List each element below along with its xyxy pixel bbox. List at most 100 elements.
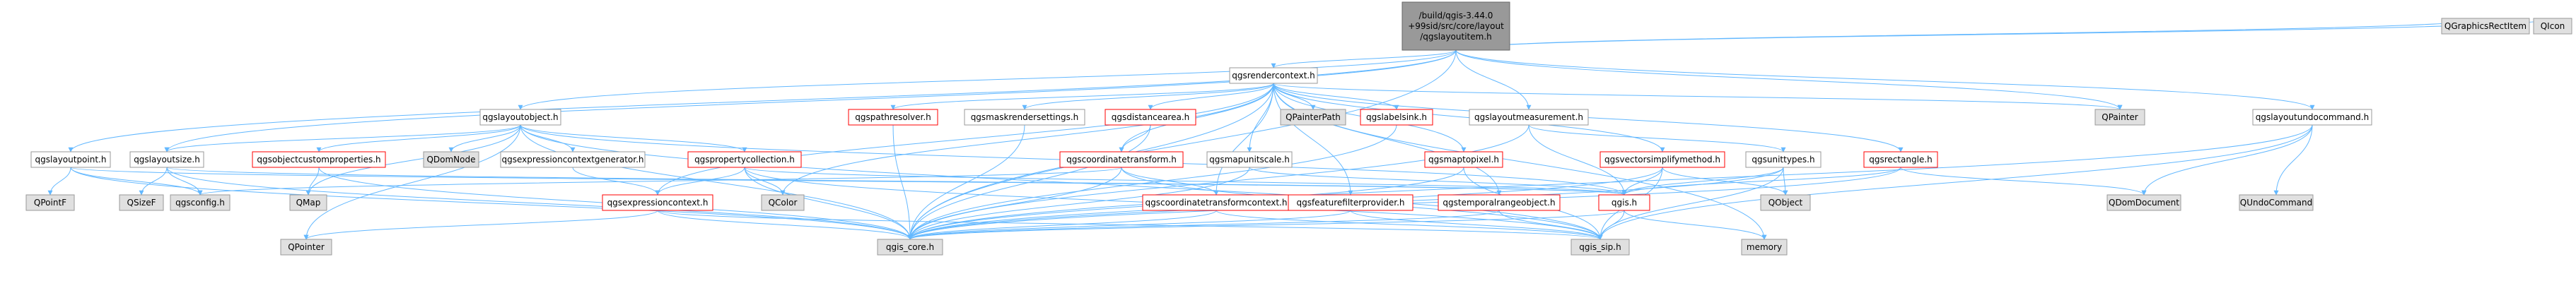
- node-label: qgscoordinatetransformcontext.h: [1146, 198, 1288, 208]
- node-qpointer[interactable]: QPointer: [280, 239, 332, 256]
- node-qpainterpath[interactable]: QPainterPath: [1280, 109, 1346, 126]
- node-qgslayoutobject[interactable]: qgslayoutobject.h: [479, 109, 561, 126]
- node-label: /build/qgis-3.44.0: [1419, 11, 1493, 20]
- node-qcolor[interactable]: QColor: [761, 194, 805, 211]
- node-qgsmaptopixel[interactable]: qgsmaptopixel.h: [1424, 151, 1503, 168]
- node-qdomnode[interactable]: QDomNode: [423, 151, 479, 168]
- node-box: [1059, 151, 1184, 168]
- node-qgslabelsink[interactable]: qgslabelsink.h: [1360, 109, 1433, 126]
- node-box: [479, 109, 561, 126]
- node-qmap[interactable]: QMap: [289, 194, 327, 211]
- node-qgslayoutsize[interactable]: qgslayoutsize.h: [129, 151, 204, 168]
- edge-qgslayoutmeasurement-to-qgis-core: [907, 124, 1529, 240]
- node-label: qgscoordinatetransform.h: [1066, 155, 1177, 165]
- edge-qgscoordinatetransform-to-qgis-core: [907, 167, 1122, 240]
- edge-qgsfeaturefilterprovider-to-qgis-core: [907, 210, 1351, 240]
- node-qgsobjectcustomproperties[interactable]: qgsobjectcustomproperties.h: [252, 151, 386, 168]
- node-qpointf[interactable]: QPointF: [25, 194, 75, 211]
- node-label: qgis_sip.h: [1579, 242, 1621, 252]
- node-box: [129, 151, 204, 168]
- node-qgspropertycollection[interactable]: qgspropertycollection.h: [687, 151, 802, 168]
- node-qobject[interactable]: QObject: [1760, 194, 1811, 211]
- node-label: qgsdistancearea.h: [1112, 112, 1190, 122]
- node-box: [252, 151, 386, 168]
- edge-qgsrendercontext-to-qgscoordinatetransformcontext: [1213, 83, 1274, 196]
- node-box: [1360, 109, 1433, 126]
- node-label: qgsobjectcustomproperties.h: [257, 155, 380, 165]
- edge-qgslayoutobject-to-qpointer: [303, 124, 521, 240]
- edge-qgsrendercontext-to-qgsvectorsimplifymethod: [1273, 83, 1665, 152]
- node-box: [2239, 194, 2314, 211]
- node-qgsdistancearea[interactable]: qgsdistancearea.h: [1105, 109, 1196, 126]
- edge-qgsvectorsimplifymethod-to-qobject: [1662, 167, 1788, 196]
- node-label: qgslayoutmeasurement.h: [1474, 112, 1583, 122]
- edge-qgslayoutobject-to-qgslayoutsize: [164, 124, 521, 152]
- node-qgsconfig[interactable]: qgsconfig.h: [170, 194, 231, 211]
- node-qdomdocument[interactable]: QDomDocument: [2106, 194, 2181, 211]
- node-qgsunittypes[interactable]: qgsunittypes.h: [1745, 151, 1822, 168]
- node-qgraphicsrectitem[interactable]: QGraphicsRectItem: [2441, 18, 2530, 35]
- node-box: [1280, 109, 1346, 126]
- node-qgis-core[interactable]: qgis_core.h: [877, 239, 943, 256]
- node-label: qgsfeaturefilterprovider.h: [1296, 198, 1404, 208]
- edge-qgslayoutobject-to-qdomnode: [448, 124, 521, 152]
- node-box: [289, 194, 327, 211]
- node-qpainter[interactable]: QPainter: [2094, 109, 2145, 126]
- node-qgis-sip[interactable]: qgis_sip.h: [1570, 239, 1630, 256]
- edge-qgis-to-qgis-core: [907, 210, 1625, 240]
- edge-qgis-to-memory: [1624, 210, 1767, 240]
- node-qgspathresolver[interactable]: qgspathresolver.h: [848, 109, 938, 126]
- node-qgsrendercontext[interactable]: qgsrendercontext.h: [1229, 67, 1318, 84]
- edge-qgsrendercontext-to-qgsmaskrendersettings: [1022, 83, 1274, 110]
- node-qicon[interactable]: QIcon: [2533, 18, 2572, 35]
- node-qgsrectangle[interactable]: qgsrectangle.h: [1863, 151, 1938, 168]
- node-box: [1105, 109, 1196, 126]
- node-box: [1206, 151, 1293, 168]
- edge-root-to-qgslayoutpoint: [68, 49, 1457, 152]
- edge-qgsexpressioncontextgenerator-to-qgsexpressioncontext: [572, 167, 660, 196]
- node-label: QSizeF: [127, 198, 156, 208]
- node-label: qgstemporalrangeobject.h: [1443, 198, 1555, 208]
- edge-qgslayoutpoint-to-qpointf: [47, 167, 71, 196]
- node-qgscoordinatetransformcontext[interactable]: qgscoordinatetransformcontext.h: [1142, 194, 1290, 211]
- node-label: qgspropertycollection.h: [694, 155, 795, 165]
- node-qsizef[interactable]: QSizeF: [119, 194, 164, 211]
- node-qgsfeaturefilterprovider[interactable]: qgsfeaturefilterprovider.h: [1288, 194, 1414, 211]
- nodes-layer: /build/qgis-3.44.0+99sid/src/core/layout…: [25, 1, 2572, 256]
- edge-qgsrendercontext-to-qgslabelsink: [1273, 83, 1399, 110]
- node-box: [877, 239, 943, 256]
- edge-qgsunittypes-to-qobject: [1783, 167, 1788, 196]
- edge-qgsrendercontext-to-qgsdistancearea: [1148, 83, 1274, 110]
- node-root[interactable]: /build/qgis-3.44.0+99sid/src/core/layout…: [1401, 1, 1510, 51]
- node-label: qgslayoutobject.h: [482, 112, 558, 122]
- edge-qgslayoutmeasurement-to-qgis: [1528, 124, 1627, 196]
- node-box: [1401, 1, 1510, 51]
- edge-qgsmapunitscale-to-qgis: [1249, 167, 1627, 196]
- node-qundocommand[interactable]: QUndoCommand: [2239, 194, 2314, 211]
- node-qgscoordinatetransform[interactable]: qgscoordinatetransform.h: [1059, 151, 1184, 168]
- node-memory[interactable]: memory: [1741, 239, 1788, 256]
- node-qgis[interactable]: qgis.h: [1598, 194, 1650, 211]
- edge-qgslayoutsize-to-qsizef: [139, 167, 168, 196]
- node-label: qgis_core.h: [886, 242, 934, 252]
- node-qgslayoutpoint[interactable]: qgslayoutpoint.h: [30, 151, 111, 168]
- node-label: qgslayoutundocommand.h: [2256, 112, 2369, 122]
- edge-qgslayoutpoint-to-qgis-core: [70, 167, 913, 240]
- node-qgslayoutmeasurement[interactable]: qgslayoutmeasurement.h: [1469, 109, 1589, 126]
- node-qgsexpressioncontextgenerator[interactable]: qgsexpressioncontextgenerator.h: [500, 151, 646, 168]
- node-qgstemporalrangeobject[interactable]: qgstemporalrangeobject.h: [1438, 194, 1561, 211]
- node-qgsmaskrendersettings[interactable]: qgsmaskrendersettings.h: [964, 109, 1085, 126]
- edge-qgslabelsink-to-qgis-core: [907, 124, 1397, 240]
- node-label: memory: [1747, 242, 1782, 252]
- edge-qgslayoutundocommand-to-qdomdocument: [2141, 124, 2313, 196]
- node-qgsvectorsimplifymethod[interactable]: qgsvectorsimplifymethod.h: [1599, 151, 1725, 168]
- node-label: qgsexpressioncontextgenerator.h: [501, 155, 643, 165]
- edge-root-to-qgslayoutsize: [164, 49, 1457, 152]
- edge-qgis-to-qgis-sip: [1597, 210, 1625, 240]
- edge-root-to-qpainter: [1455, 49, 2123, 110]
- node-qgslayoutundocommand[interactable]: qgslayoutundocommand.h: [2252, 109, 2372, 126]
- node-qgsmapunitscale[interactable]: qgsmapunitscale.h: [1206, 151, 1293, 168]
- edge-qgsunittypes-to-qgis: [1621, 167, 1784, 196]
- node-qgsexpressioncontext[interactable]: qgsexpressioncontext.h: [602, 194, 713, 211]
